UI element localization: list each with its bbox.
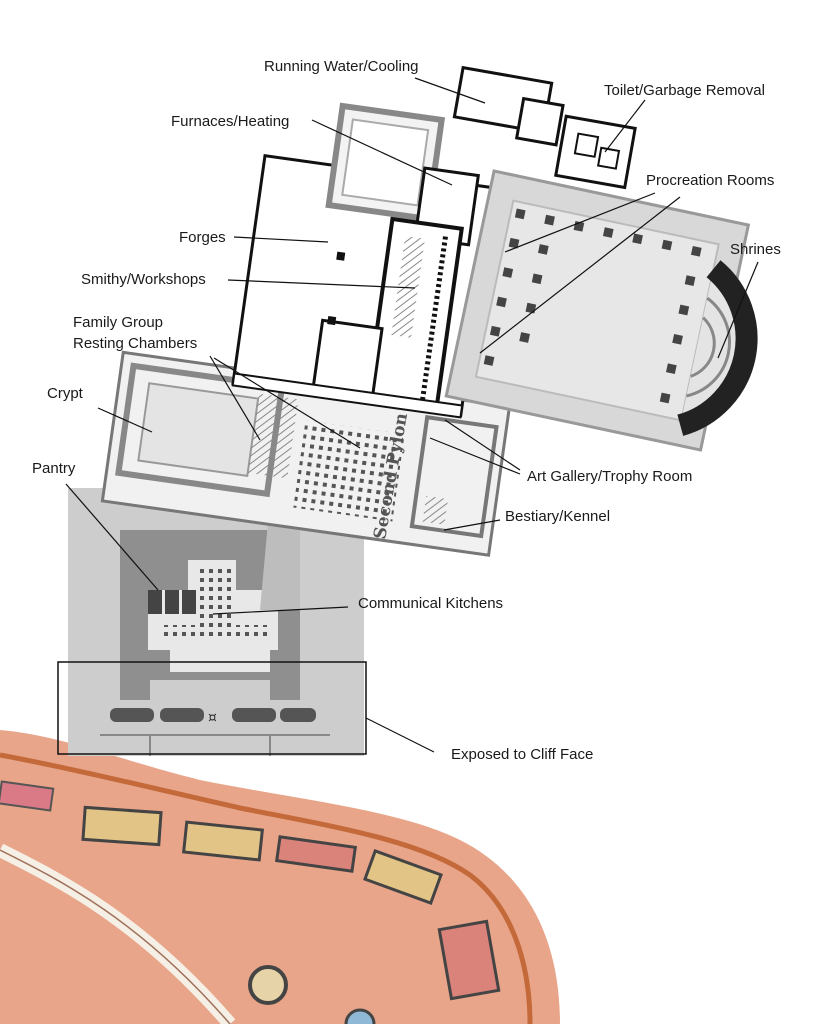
label-procreation: Procreation Rooms <box>646 172 774 189</box>
upper-right-plan <box>452 65 637 190</box>
label-running-water: Running Water/Cooling <box>264 58 419 75</box>
labels: Running Water/Cooling Toilet/Garbage Rem… <box>32 58 781 763</box>
label-family-line2: Resting Chambers <box>73 335 197 352</box>
cliff-terrain <box>0 730 560 1024</box>
right-plan <box>444 169 758 452</box>
label-forges: Forges <box>179 229 226 246</box>
label-art-gallery: Art Gallery/Trophy Room <box>527 468 692 485</box>
label-family-line1: Family Group <box>73 314 163 331</box>
lower-plan: ¤ <box>68 488 364 756</box>
label-smithy: Smithy/Workshops <box>81 271 206 288</box>
label-crypt: Crypt <box>47 385 84 402</box>
label-cliff: Exposed to Cliff Face <box>451 746 593 763</box>
label-furnaces: Furnaces/Heating <box>171 113 289 130</box>
svg-text:¤: ¤ <box>208 710 217 726</box>
label-kitchens: Communical Kitchens <box>358 595 503 612</box>
leader-lines <box>65 77 759 753</box>
label-pantry: Pantry <box>32 460 76 477</box>
cliff-face-box <box>57 661 367 755</box>
label-toilet: Toilet/Garbage Removal <box>604 82 765 99</box>
label-bestiary: Bestiary/Kennel <box>505 508 610 525</box>
label-shrines: Shrines <box>730 241 781 258</box>
